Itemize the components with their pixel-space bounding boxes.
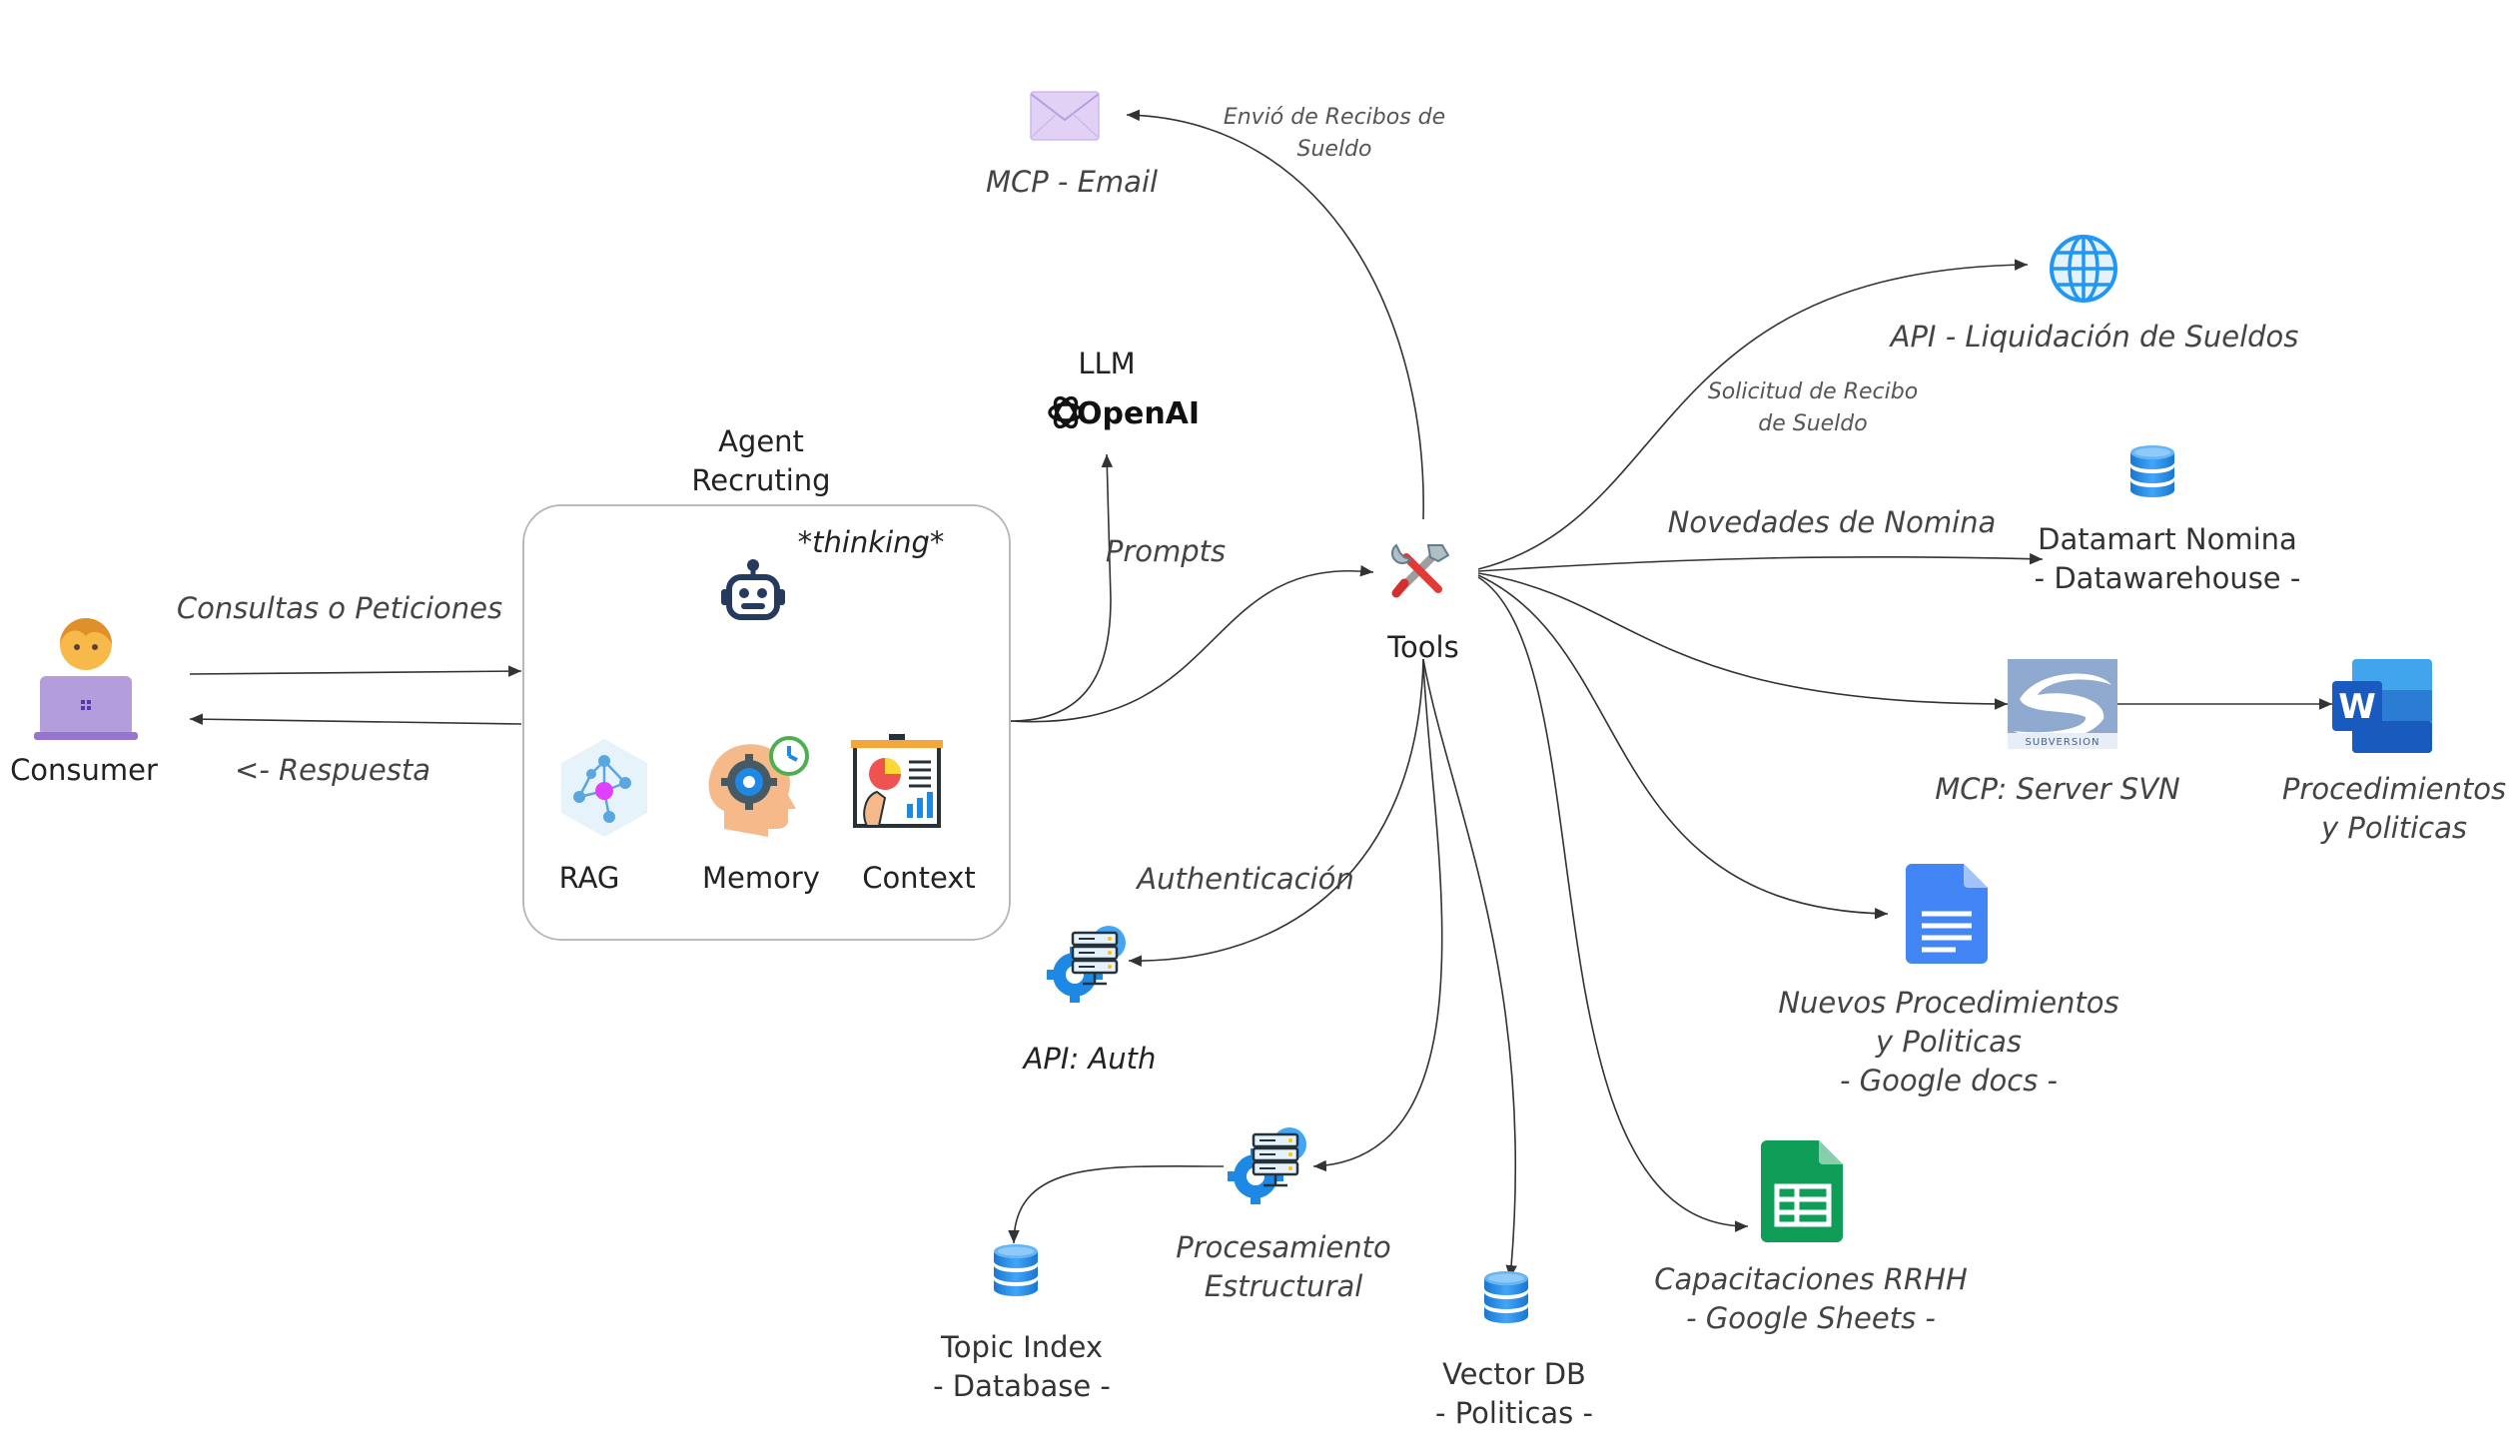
edge-tools-to-email <box>1126 109 1424 520</box>
person-laptop-icon <box>34 618 138 740</box>
agent-title: Agent Recruting <box>691 424 831 497</box>
tools-label: Tools <box>1387 630 1459 664</box>
edge-label-respuesta: <- Respuesta <box>235 753 430 787</box>
edge-procesamiento-to-topic-index <box>1008 1165 1225 1244</box>
edge-label-envio: Envió de Recibos de Sueldo <box>1223 105 1446 162</box>
database-icon <box>994 1244 1038 1296</box>
vector-db-label: Vector DB - Politicas - <box>1435 1357 1593 1430</box>
edge-tools-to-google-docs <box>1477 574 1889 920</box>
edge-tools-to-vector-db <box>1422 658 1517 1279</box>
google-docs-icon <box>1906 864 1988 964</box>
procesamiento-label: Procesamiento Estructural <box>1176 1230 1391 1303</box>
procedimientos-label: Procedimientos y Politicas <box>2281 772 2507 845</box>
google-sheets-label: Capacitaciones RRHH - Google Sheets - <box>1654 1262 1968 1335</box>
llm-label: LLM <box>1078 347 1136 380</box>
edge-tools-to-api-liquidacion <box>1477 259 2029 570</box>
tools-icon <box>1391 543 1450 598</box>
email-label: MCP - Email <box>985 165 1159 199</box>
rag-label: RAG <box>558 861 620 895</box>
svg-text:W: W <box>2338 687 2376 727</box>
google-sheets-icon <box>1761 1140 1843 1242</box>
thinking-label: *thinking* <box>797 525 945 559</box>
globe-icon <box>2050 235 2117 303</box>
subversion-logo-icon: SUBVERSION <box>2008 659 2117 749</box>
edge-tools-to-google-sheets <box>1477 576 1749 1232</box>
edge-tools-to-procesamiento <box>1312 658 1443 1172</box>
svg-text:SUBVERSION: SUBVERSION <box>2026 737 2100 748</box>
datamart-label: Datamart Nomina - Datawarehouse - <box>2034 522 2301 595</box>
word-icon: W <box>2332 659 2432 753</box>
openai-wordmark: OpenAI <box>1077 396 1200 431</box>
google-docs-label: Nuevos Procedimientos y Politicas - Goog… <box>1778 986 2119 1097</box>
database-icon <box>1484 1271 1528 1323</box>
edge-tools-to-datamart <box>1477 552 2044 572</box>
edge-agent-to-consumer <box>189 713 522 725</box>
edge-label-prompts: Prompts <box>1105 534 1227 568</box>
topic-index-label: Topic Index - Database - <box>933 1330 1111 1403</box>
context-chart-icon <box>851 734 943 828</box>
agent-container <box>522 504 1011 941</box>
envelope-icon <box>1030 91 1100 141</box>
edge-label-novedades: Novedades de Nomina <box>1667 505 1997 539</box>
server-gear-icon <box>1226 1125 1308 1206</box>
memory-head-icon <box>708 736 809 837</box>
edge-tools-to-api-auth <box>1128 658 1424 967</box>
rag-network-icon <box>561 739 647 837</box>
openai-logo-icon <box>1048 395 1084 429</box>
robot-icon <box>721 559 785 620</box>
edge-label-solicitud: Solicitud de Recibo de Sueldo <box>1707 379 1919 436</box>
edge-label-authenticacion: Authenticación <box>1137 862 1354 896</box>
database-icon <box>2130 445 2174 497</box>
server-gear-icon <box>1045 924 1128 1005</box>
svn-label: MCP: Server SVN <box>1935 772 2180 806</box>
edge-label-consultas: Consultas o Peticiones <box>176 591 503 625</box>
edge-tools-to-svn <box>1477 572 2009 710</box>
memory-label: Memory <box>702 861 820 895</box>
context-label: Context <box>862 861 976 895</box>
edge-consumer-to-agent <box>189 665 522 677</box>
api-auth-label: API: Auth <box>1023 1042 1157 1076</box>
api-liquidacion-label: API - Liquidación de Sueldos <box>1890 320 2299 354</box>
edge-agent-to-tools <box>1010 564 1374 723</box>
consumer-label: Consumer <box>10 753 158 787</box>
edge-agent-to-llm <box>1010 453 1114 722</box>
